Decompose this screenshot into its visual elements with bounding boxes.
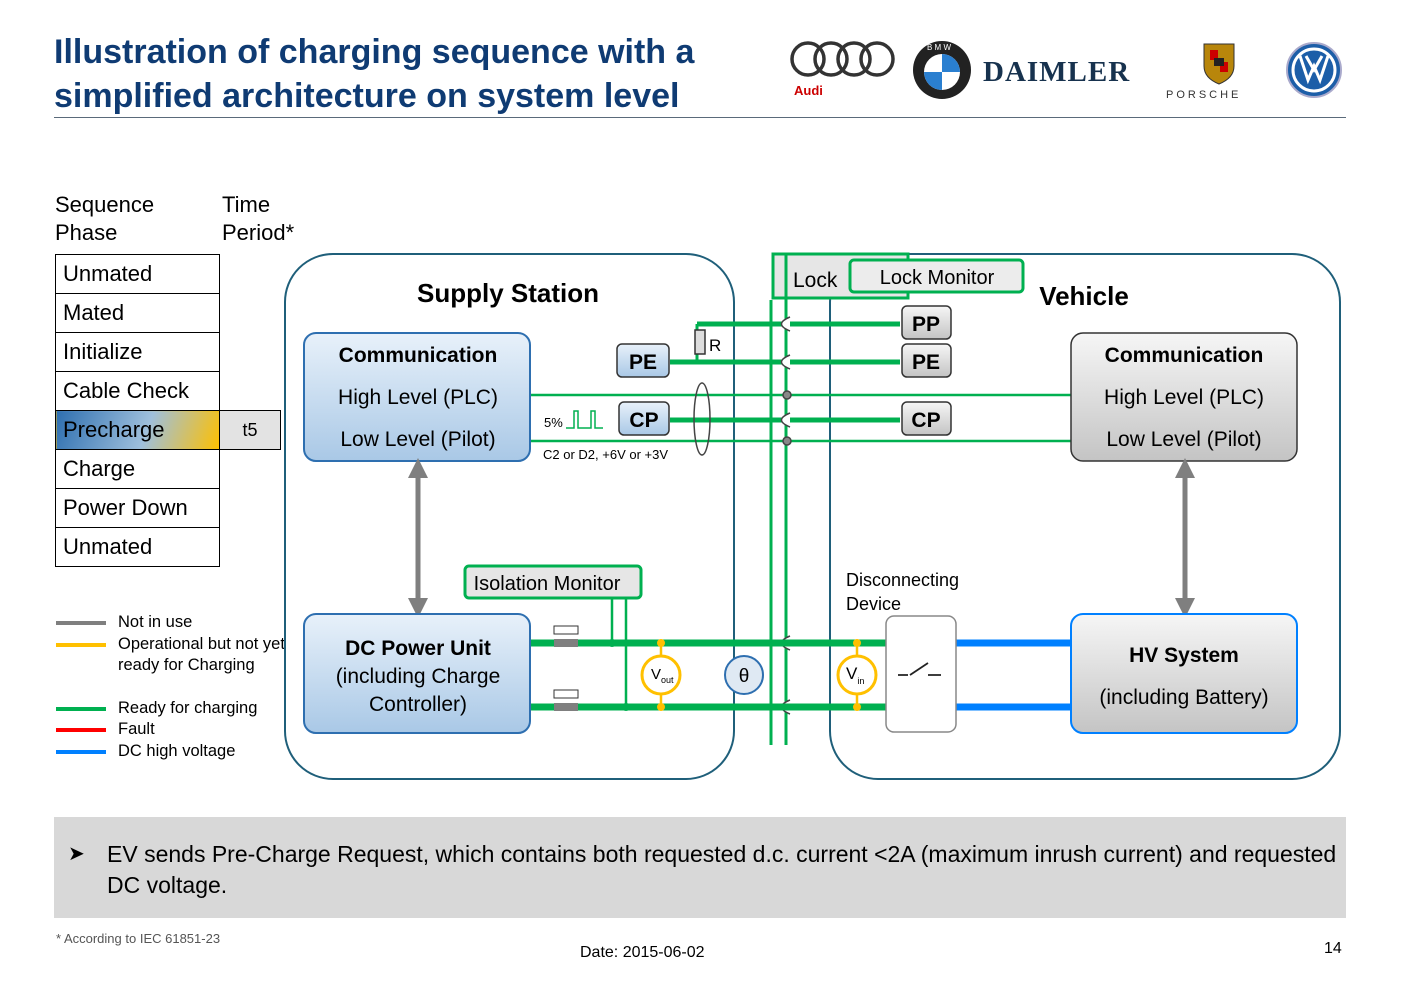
oem-logos: Audi B M W DAIMLER PORSCHE <box>790 41 1342 101</box>
supply-station-label: Supply Station <box>417 278 599 308</box>
footer-date: Date: 2015-06-02 <box>580 944 705 961</box>
switch-icon <box>898 662 941 676</box>
phase-cell: Initialize <box>55 332 220 372</box>
ev-cp-label: CP <box>911 409 940 432</box>
dc-unit-line2: (including Charge <box>336 665 501 688</box>
sequence-row: Cable Check <box>55 371 281 411</box>
note-box: ➤ EV sends Pre-Charge Request, which con… <box>54 817 1346 918</box>
lock-monitor-box <box>848 258 1025 294</box>
resistor-icon <box>694 329 706 355</box>
ev-pe-label: PE <box>912 351 940 374</box>
ss-comm-high: High Level (PLC) <box>338 386 498 409</box>
resistor-label: R <box>709 336 721 355</box>
svg-text:B M W: B M W <box>927 43 951 52</box>
ev-pe-box <box>901 343 952 378</box>
theta-label: θ <box>739 666 750 687</box>
bmw-logo: B M W <box>913 41 971 99</box>
note-text: EV sends Pre-Charge Request, which conta… <box>107 841 1337 898</box>
hv-system-subtitle: (including Battery) <box>1099 686 1268 709</box>
twisted-pair-icon <box>693 382 711 456</box>
vout-meter-icon <box>640 654 682 696</box>
ev-comm-title: Communication <box>1105 344 1264 367</box>
bullet-arrow-icon: ➤ <box>68 843 85 865</box>
time-period-header: Time Period* <box>222 192 295 245</box>
sequence-row: Unmated <box>55 254 281 294</box>
svg-text:PORSCHE: PORSCHE <box>1166 89 1241 101</box>
porsche-logo: PORSCHE <box>1166 43 1241 101</box>
ev-pp-box <box>901 305 952 340</box>
sequence-row: Initialize <box>55 332 281 372</box>
svg-text:Audi: Audi <box>794 83 823 98</box>
ev-comm-low: Low Level (Pilot) <box>1106 428 1261 451</box>
phase-cell: Mated <box>55 293 220 333</box>
vw-logo <box>1286 42 1342 98</box>
phase-cell: Unmated <box>55 527 220 567</box>
ev-cp-box <box>901 401 952 436</box>
disconnecting-device-label-1: Disconnecting <box>846 570 959 590</box>
disconnecting-device-label-2: Device <box>846 594 901 614</box>
daimler-logo: DAIMLER <box>983 56 1130 88</box>
sequence-row: Mated <box>55 293 281 333</box>
ss-cp-box <box>618 401 670 436</box>
isolation-monitor-label: Isolation Monitor <box>474 573 621 595</box>
contactor-icons <box>553 625 579 711</box>
svg-text:DAIMLER: DAIMLER <box>983 56 1130 88</box>
ev-pp-label: PP <box>912 313 940 336</box>
hv-system-box <box>1070 613 1298 734</box>
pwm-waveform-icon <box>566 410 603 429</box>
sequence-phase-header: Sequence Phase <box>55 192 155 245</box>
page-title: Illustration of charging sequence with a… <box>54 33 695 115</box>
footnote: * According to IEC 61851-23 <box>56 931 221 946</box>
lock-monitor-label: Lock Monitor <box>880 267 995 289</box>
disconnecting-device-box <box>885 615 957 733</box>
ev-comm-high: High Level (PLC) <box>1104 386 1264 409</box>
theta-sensor-icon <box>724 655 764 695</box>
phase-cell: Unmated <box>55 254 220 294</box>
cp-state-label: C2 or D2, +6V or +3V <box>543 447 668 462</box>
ss-pe-box <box>616 343 670 378</box>
ss-pe-label: PE <box>629 351 657 374</box>
sequence-row: Charge <box>55 449 281 489</box>
time-period-cell: t5 <box>219 410 281 450</box>
title-divider <box>54 117 1346 118</box>
lock-label: Lock <box>793 269 838 292</box>
vout-label: Vout <box>651 666 674 685</box>
phase-cell: Charge <box>55 449 220 489</box>
isolation-monitor-box <box>463 564 643 600</box>
audi-logo: Audi <box>790 41 895 98</box>
dc-power-unit-box <box>303 613 531 734</box>
ss-comm-title: Communication <box>339 344 498 367</box>
sequence-row: Unmated <box>55 527 281 567</box>
vehicle-label: Vehicle <box>1039 281 1129 311</box>
ss-comm-low: Low Level (Pilot) <box>340 428 495 451</box>
phase-cell-active: Precharge <box>55 410 220 450</box>
pwm-label: 5% <box>544 415 563 430</box>
hv-system-title: HV System <box>1129 644 1239 667</box>
vin-label: Vin <box>846 664 864 686</box>
dc-unit-line3: Controller) <box>369 693 467 716</box>
dc-unit-title: DC Power Unit <box>345 637 491 660</box>
vin-meter-icon <box>836 654 878 696</box>
phase-cell: Cable Check <box>55 371 220 411</box>
ss-cp-label: CP <box>629 409 658 432</box>
page-number: 14 <box>1324 940 1342 957</box>
sequence-table: Unmated Mated Initialize Cable Check Pre… <box>55 254 281 567</box>
